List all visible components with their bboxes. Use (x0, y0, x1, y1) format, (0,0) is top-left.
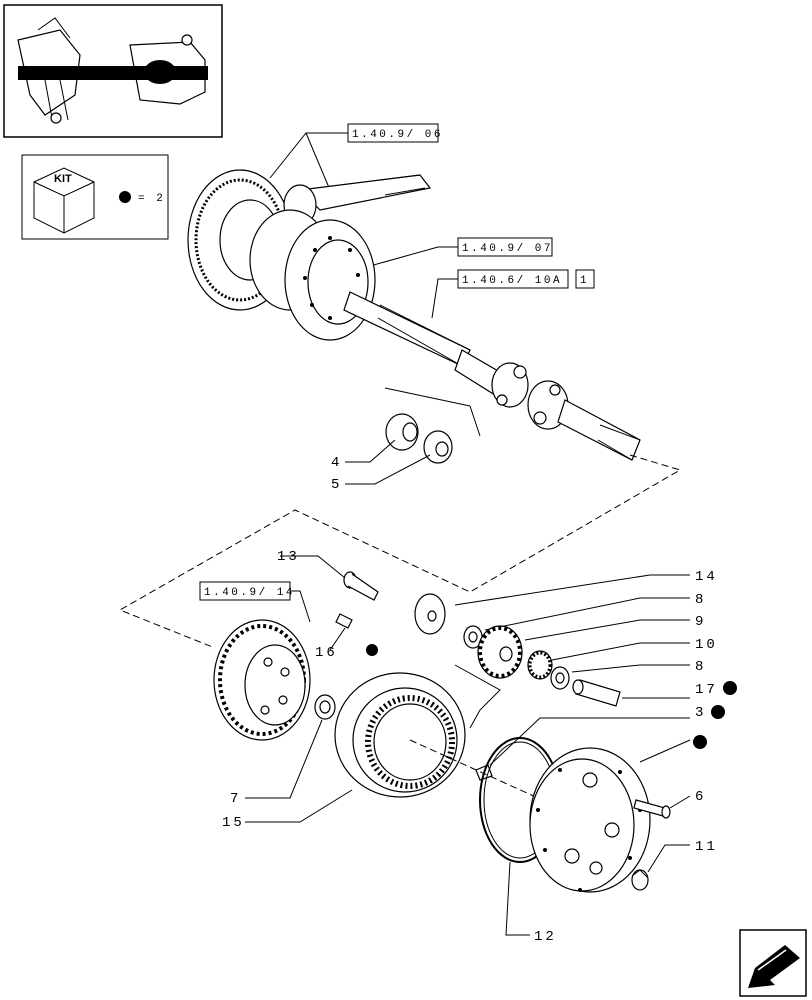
callout-9: 9 (695, 614, 706, 630)
ref-box-4[interactable]: 1.40.9/ 14 (199, 581, 295, 601)
part-8-washer-upper[interactable] (463, 625, 483, 649)
callout-15: 15 (222, 815, 245, 831)
callout-13: 13 (277, 549, 300, 565)
part-13-bolt[interactable] (343, 571, 379, 601)
callout-3: 3 (695, 705, 706, 721)
kit-legend: KIT = 2 (21, 154, 169, 240)
svg-text:1.40.9/ 07: 1.40.9/ 07 (462, 243, 553, 255)
part-5-seal[interactable] (423, 430, 453, 464)
svg-text:1.40.9/ 06: 1.40.9/ 06 (352, 129, 443, 141)
stub-shaft (557, 399, 641, 461)
universal-joint (491, 362, 569, 430)
part-14-washer[interactable] (414, 593, 446, 635)
kit-label: KIT (54, 173, 72, 185)
part-8-washer-lower[interactable] (550, 666, 570, 690)
callout-17: 17 (695, 682, 718, 698)
part-10-needle-bearing[interactable] (527, 650, 553, 680)
svg-text:1: 1 (580, 275, 589, 287)
assembly-boundary (118, 454, 682, 649)
kit-dot-3-icon (711, 705, 725, 719)
ref-box-1[interactable]: 1.40.9/ 06 (347, 123, 443, 143)
callout-14: 14 (695, 569, 718, 585)
kit-dot-cover-icon (693, 735, 707, 749)
ref-3-leader (431, 278, 458, 319)
axle-thumbnail[interactable] (3, 4, 223, 138)
part-17-pin[interactable] (572, 679, 621, 707)
part-11-plug[interactable] (631, 869, 649, 891)
axle-shaft (343, 291, 506, 396)
kit-dot-icon (119, 191, 131, 203)
callout-8a: 8 (695, 592, 706, 608)
svg-text:1.40.6/ 10A: 1.40.6/ 10A (462, 275, 562, 287)
ref-box-2[interactable]: 1.40.9/ 07 (457, 237, 553, 257)
ref-1-leader (269, 132, 348, 191)
part-6-screw[interactable] (633, 799, 671, 819)
part-4-bearing[interactable] (385, 413, 419, 451)
arrow-icon (748, 945, 800, 988)
kit-equals-text: = 2 (138, 193, 165, 205)
ref-2-leader (369, 246, 458, 267)
planet-carrier (213, 619, 311, 741)
part-15-ring-gear[interactable] (334, 672, 466, 798)
part-7-washer[interactable] (314, 694, 336, 720)
next-page-button[interactable] (739, 929, 807, 997)
ref-box-3[interactable]: 1.40.6/ 10A (457, 269, 569, 289)
callout-16: 16 (315, 645, 338, 661)
callout-10: 10 (695, 637, 718, 653)
part-16-pin[interactable] (335, 613, 353, 629)
callout-12: 12 (534, 929, 557, 945)
hub-cover (529, 747, 651, 893)
part-9-gear[interactable] (477, 625, 523, 679)
callout-7: 7 (230, 791, 241, 807)
callout-4: 4 (331, 455, 342, 471)
svg-text:1.40.9/ 14: 1.40.9/ 14 (204, 587, 295, 599)
callout-8b: 8 (695, 659, 706, 675)
kit-dot-16-icon (366, 644, 378, 656)
differential-housing (249, 209, 376, 341)
kit-dot-17-icon (723, 681, 737, 695)
ref-4-leader (290, 590, 311, 623)
callout-11: 11 (695, 839, 718, 855)
ref-box-3-sub[interactable]: 1 (575, 269, 595, 289)
callout-6: 6 (695, 789, 706, 805)
callout-5: 5 (331, 477, 342, 493)
